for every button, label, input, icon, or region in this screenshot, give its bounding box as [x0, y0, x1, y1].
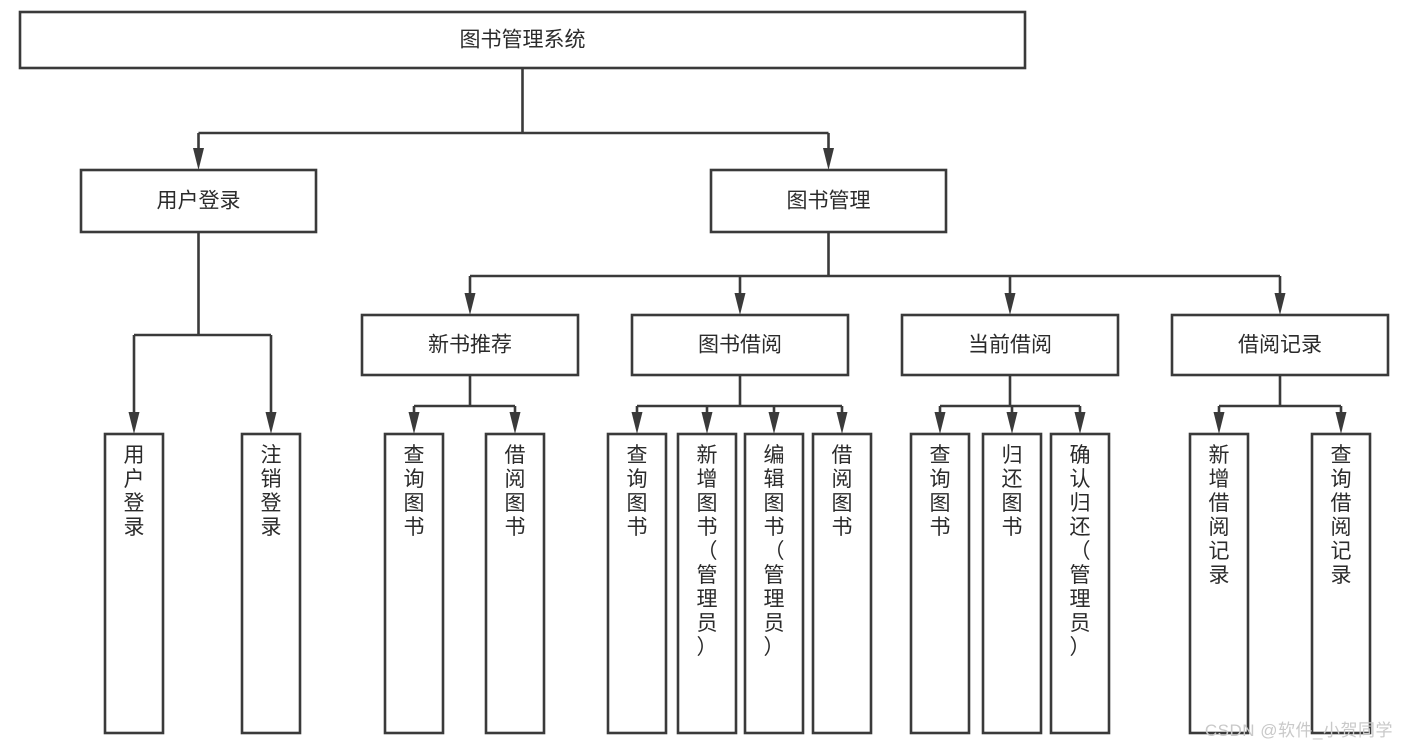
node-label-leaf-cur-confirm-return: 确认归还（管理员）	[1070, 444, 1091, 659]
node-leaf-borrow-add-book[interactable]: 新增图书（管理员）	[676, 432, 738, 735]
node-box-leaf-rec-add-record	[1188, 432, 1250, 735]
node-leaf-user-login[interactable]: 用户登录	[103, 432, 165, 735]
node-label-leaf-borrow-add-book: 新增图书（管理员）	[697, 444, 718, 659]
arrow-head-icon	[193, 148, 204, 170]
arrow-head-icon	[734, 293, 746, 315]
node-box-borrow-record	[1170, 313, 1390, 377]
node-book-manage[interactable]: 图书管理	[709, 168, 948, 234]
node-label-leaf-borrow-borrow-book: 借阅图书	[832, 444, 853, 539]
node-box-leaf-rec-borrow-book	[484, 432, 546, 735]
node-label-book-manage: 图书管理	[787, 190, 871, 213]
node-label-user-login: 用户登录	[157, 190, 241, 213]
node-box-new-book-recommend	[360, 313, 580, 377]
arrow-head-icon	[836, 412, 848, 434]
arrow-head-icon	[509, 412, 521, 434]
arrow-head-icon	[408, 412, 420, 434]
node-box-current-borrow	[900, 313, 1120, 377]
node-new-book-recommend[interactable]: 新书推荐	[360, 313, 580, 377]
node-box-leaf-rec-query-book	[383, 432, 445, 735]
node-label-leaf-borrow-edit-book: 编辑图书（管理员）	[764, 444, 785, 659]
node-leaf-cur-query-book[interactable]: 查询图书	[909, 432, 971, 735]
node-current-borrow[interactable]: 当前借阅	[900, 313, 1120, 377]
node-label-leaf-user-login: 用户登录	[124, 444, 145, 539]
node-label-borrow-record: 借阅记录	[1238, 334, 1322, 357]
arrow-head-icon	[934, 412, 946, 434]
node-leaf-user-logout[interactable]: 注销登录	[240, 432, 302, 735]
node-leaf-borrow-edit-book[interactable]: 编辑图书（管理员）	[743, 432, 805, 735]
node-leaf-rec-query-book[interactable]: 查询图书	[383, 432, 445, 735]
node-label-leaf-rec-query-record: 查询借阅记录	[1331, 444, 1352, 587]
node-leaf-borrow-borrow-book[interactable]: 借阅图书	[811, 432, 873, 735]
node-label-leaf-borrow-query-book: 查询图书	[627, 444, 648, 539]
node-label-book-borrow: 图书借阅	[698, 334, 782, 357]
arrow-head-icon	[823, 148, 834, 170]
node-box-leaf-user-logout	[240, 432, 302, 735]
node-box-leaf-cur-query-book	[909, 432, 971, 735]
arrow-head-icon	[128, 412, 140, 434]
node-label-leaf-cur-return-book: 归还图书	[1002, 444, 1023, 539]
node-box-leaf-borrow-borrow-book	[811, 432, 873, 735]
node-leaf-rec-borrow-book[interactable]: 借阅图书	[484, 432, 546, 735]
node-box-book-borrow	[630, 313, 850, 377]
arrow-head-icon	[631, 412, 643, 434]
arrow-head-icon	[1074, 412, 1086, 434]
connector-layer	[128, 68, 1347, 434]
node-box-leaf-cur-return-book	[981, 432, 1043, 735]
node-label-new-book-recommend: 新书推荐	[428, 334, 512, 357]
node-leaf-cur-return-book[interactable]: 归还图书	[981, 432, 1043, 735]
arrow-head-icon	[1006, 412, 1018, 434]
node-box-user-login	[79, 168, 318, 234]
node-book-borrow[interactable]: 图书借阅	[630, 313, 850, 377]
node-label-root: 图书管理系统	[460, 29, 586, 52]
arrow-head-icon	[464, 293, 476, 315]
arrow-head-icon	[768, 412, 780, 434]
arrow-head-icon	[265, 412, 277, 434]
node-box-leaf-user-login	[103, 432, 165, 735]
node-box-leaf-borrow-query-book	[606, 432, 668, 735]
node-label-leaf-user-logout: 注销登录	[261, 444, 282, 539]
node-box-root	[18, 10, 1027, 70]
node-box-leaf-cur-confirm-return	[1049, 432, 1111, 735]
node-box-leaf-rec-query-record	[1310, 432, 1372, 735]
csdn-watermark: CSDN @软件_小贺同学	[1204, 721, 1393, 740]
node-user-login[interactable]: 用户登录	[79, 168, 318, 234]
node-borrow-record[interactable]: 借阅记录	[1170, 313, 1390, 377]
node-leaf-cur-confirm-return[interactable]: 确认归还（管理员）	[1049, 432, 1111, 735]
node-box-leaf-borrow-add-book	[676, 432, 738, 735]
arrow-head-icon	[1335, 412, 1347, 434]
node-label-leaf-rec-borrow-book: 借阅图书	[505, 444, 526, 539]
arrow-head-icon	[701, 412, 713, 434]
node-label-leaf-cur-query-book: 查询图书	[930, 444, 951, 539]
node-box-book-manage	[709, 168, 948, 234]
node-leaf-rec-add-record[interactable]: 新增借阅记录	[1188, 432, 1250, 735]
node-layer: 图书管理系统用户登录图书管理新书推荐图书借阅当前借阅借阅记录用户登录注销登录查询…	[18, 10, 1390, 735]
arrow-head-icon	[1274, 293, 1286, 315]
arrow-head-icon	[1213, 412, 1225, 434]
node-root[interactable]: 图书管理系统	[18, 10, 1027, 70]
arrow-head-icon	[1004, 293, 1016, 315]
node-label-current-borrow: 当前借阅	[968, 334, 1052, 357]
node-leaf-borrow-query-book[interactable]: 查询图书	[606, 432, 668, 735]
node-label-leaf-rec-add-record: 新增借阅记录	[1209, 444, 1230, 587]
node-box-leaf-borrow-edit-book	[743, 432, 805, 735]
node-label-leaf-rec-query-book: 查询图书	[404, 444, 425, 539]
node-leaf-rec-query-record[interactable]: 查询借阅记录	[1310, 432, 1372, 735]
